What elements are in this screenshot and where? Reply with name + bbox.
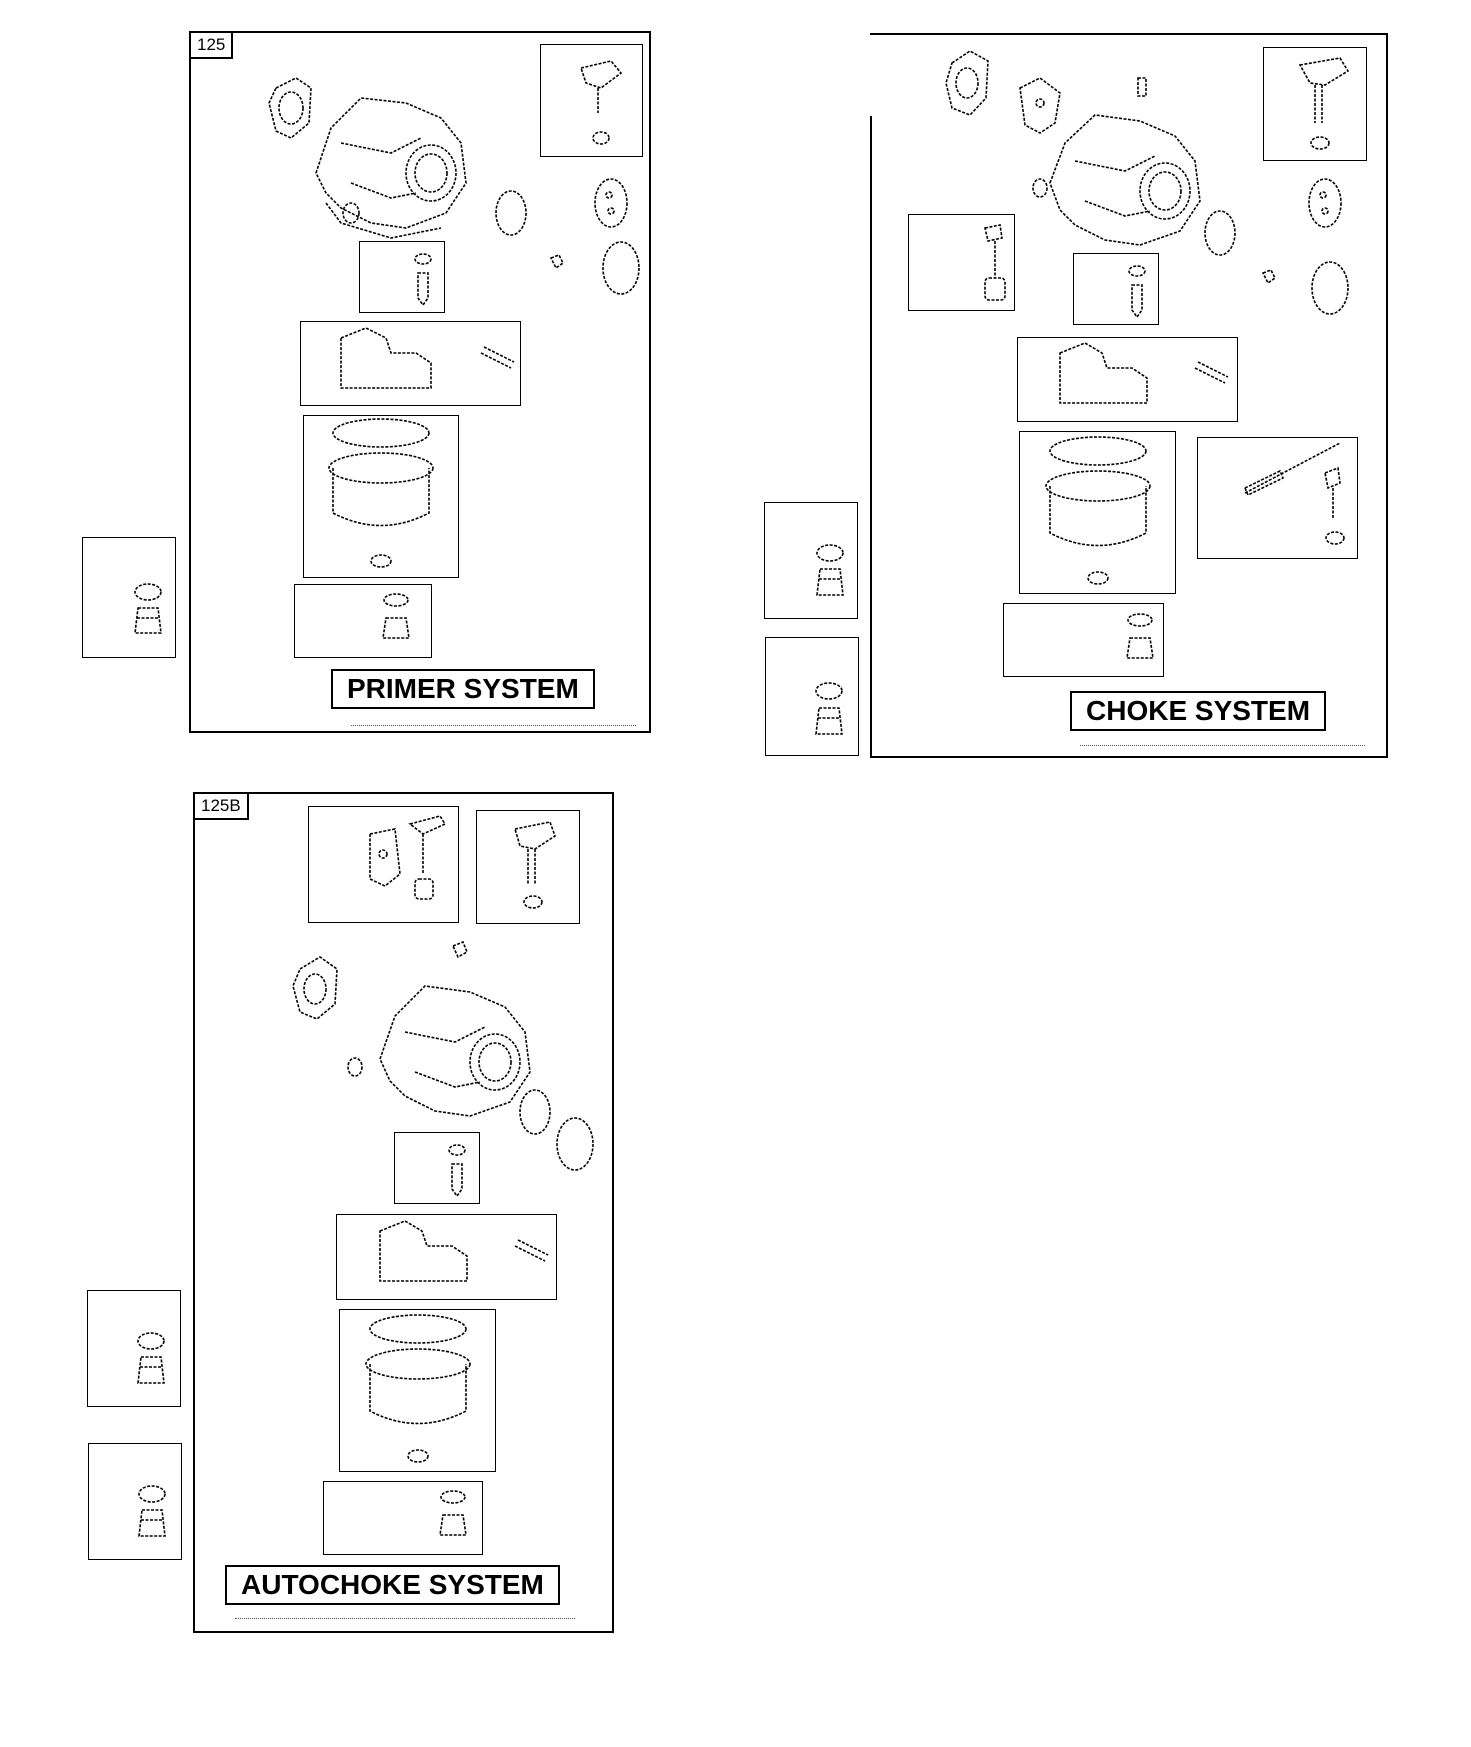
thermostat-icon [369, 828, 401, 887]
screw-icon [1261, 268, 1277, 285]
needle-seat-icon [414, 253, 432, 265]
choke-parts-art [945, 50, 1350, 659]
bowl-washer-icon [1127, 613, 1153, 627]
choke-bowl-box [1019, 431, 1176, 594]
screw-icon [451, 940, 469, 959]
float-needle-box [359, 241, 445, 313]
choke-shaft-box [908, 214, 1015, 311]
gasket-ring-icon [556, 1117, 594, 1171]
bowl-washer-icon [383, 593, 409, 607]
float-bowl-icon [369, 1364, 467, 1425]
primer-side-part-box [82, 537, 176, 658]
carburetor-body-icon [1049, 114, 1201, 246]
choke-lever-icon [513, 821, 556, 850]
drain-screw-icon [138, 1509, 166, 1537]
choke-spring-box [1197, 437, 1358, 559]
autochoke-ref-number: 125B [195, 794, 249, 820]
primer-system-title: PRIMER SYSTEM [331, 669, 595, 709]
screw-icon [549, 253, 565, 270]
carburetor-body-icon [315, 97, 467, 229]
needle-icon [417, 272, 429, 307]
autochoke-lever-box [476, 810, 580, 924]
choke-lever-box [1263, 47, 1367, 161]
autochoke-float-box [336, 1214, 557, 1300]
gasket-ring-icon [602, 241, 640, 295]
primer-ref-number: 125 [191, 33, 234, 59]
choke-system-diagram: CHOKE SYSTEM [870, 33, 1388, 758]
float-box [300, 321, 521, 406]
bowl-nut-icon [382, 617, 410, 639]
choke-plate-icon [594, 178, 628, 228]
choke-lever-icon [1298, 57, 1350, 86]
needle-icon [1131, 284, 1143, 319]
autochoke-system-title: AUTOCHOKE SYSTEM [225, 1565, 560, 1605]
o-ring-icon [347, 1057, 363, 1077]
washer-icon [816, 544, 844, 562]
bowl-nut-icon [1126, 637, 1154, 659]
throttle-plate-icon [519, 1089, 551, 1135]
float-bowl-icon [332, 468, 430, 527]
primer-bulb-icon [579, 60, 623, 89]
bowl-washer-icon [440, 1490, 466, 1504]
needle-icon [451, 1163, 463, 1198]
gasket-icon [945, 50, 989, 116]
primer-parts-art [268, 60, 640, 639]
washer-icon [134, 583, 162, 601]
bowl-ring-icon [332, 418, 430, 448]
primer-system-diagram: 125 [189, 31, 651, 733]
washer-icon [138, 1485, 166, 1503]
bowl-ring-icon [369, 1314, 467, 1344]
choke-link-icon [1324, 466, 1341, 490]
choke-side-part-box-2 [765, 637, 859, 756]
bowl-nut-box [294, 584, 432, 658]
autochoke-parts-art [292, 815, 594, 1536]
choke-float-box [1017, 337, 1238, 422]
choke-needle-box [1073, 253, 1159, 325]
drain-screw-icon [134, 607, 162, 634]
float-bowl-icon [1049, 486, 1147, 547]
carburetor-body-icon [379, 985, 531, 1117]
needle-seat-icon [448, 1144, 466, 1156]
throttle-plate-icon [1204, 210, 1236, 256]
drain-screw-icon [815, 707, 843, 735]
needle-seat-icon [1128, 265, 1146, 277]
gasket-icon [292, 956, 338, 1020]
o-ring-icon [1032, 178, 1048, 198]
choke-system-title: CHOKE SYSTEM [1070, 691, 1327, 731]
choke-plate-icon [1019, 77, 1061, 134]
float-bowl-box [303, 415, 459, 578]
float-icon [340, 327, 432, 389]
washer-icon [137, 1332, 165, 1350]
choke-disc-icon [1308, 178, 1342, 228]
float-icon [379, 1220, 468, 1282]
choke-side-part-box-1 [764, 502, 858, 619]
autochoke-bowl-box [339, 1309, 496, 1472]
float-icon [1059, 342, 1148, 404]
gasket-ring-icon [1311, 261, 1349, 315]
autochoke-thermostat-box [308, 806, 459, 923]
drain-screw-icon [137, 1356, 165, 1384]
bowl-ring-icon [1049, 436, 1147, 466]
choke-spring-wire-icon [1244, 442, 1341, 494]
bowl-nut-icon [439, 1514, 467, 1536]
drain-screw-icon [816, 568, 844, 596]
autochoke-needle-box [394, 1132, 480, 1204]
autochoke-bowl-nut-box [323, 1481, 483, 1555]
autochoke-system-diagram: 125B AUTOCHOKE S [193, 792, 614, 1633]
primer-bulb-box [540, 44, 643, 157]
autochoke-side-part-box-2 [88, 1443, 182, 1560]
choke-bowl-nut-box [1003, 603, 1164, 677]
washer-icon [815, 682, 843, 700]
thermostat-bracket-icon [408, 815, 447, 835]
spring-icon [1137, 77, 1147, 97]
o-ring-icon [342, 202, 360, 224]
autochoke-side-part-box-1 [87, 1290, 181, 1407]
throttle-plate-icon [495, 190, 527, 236]
gasket-icon [268, 77, 312, 139]
choke-shaft-icon [984, 224, 1003, 242]
